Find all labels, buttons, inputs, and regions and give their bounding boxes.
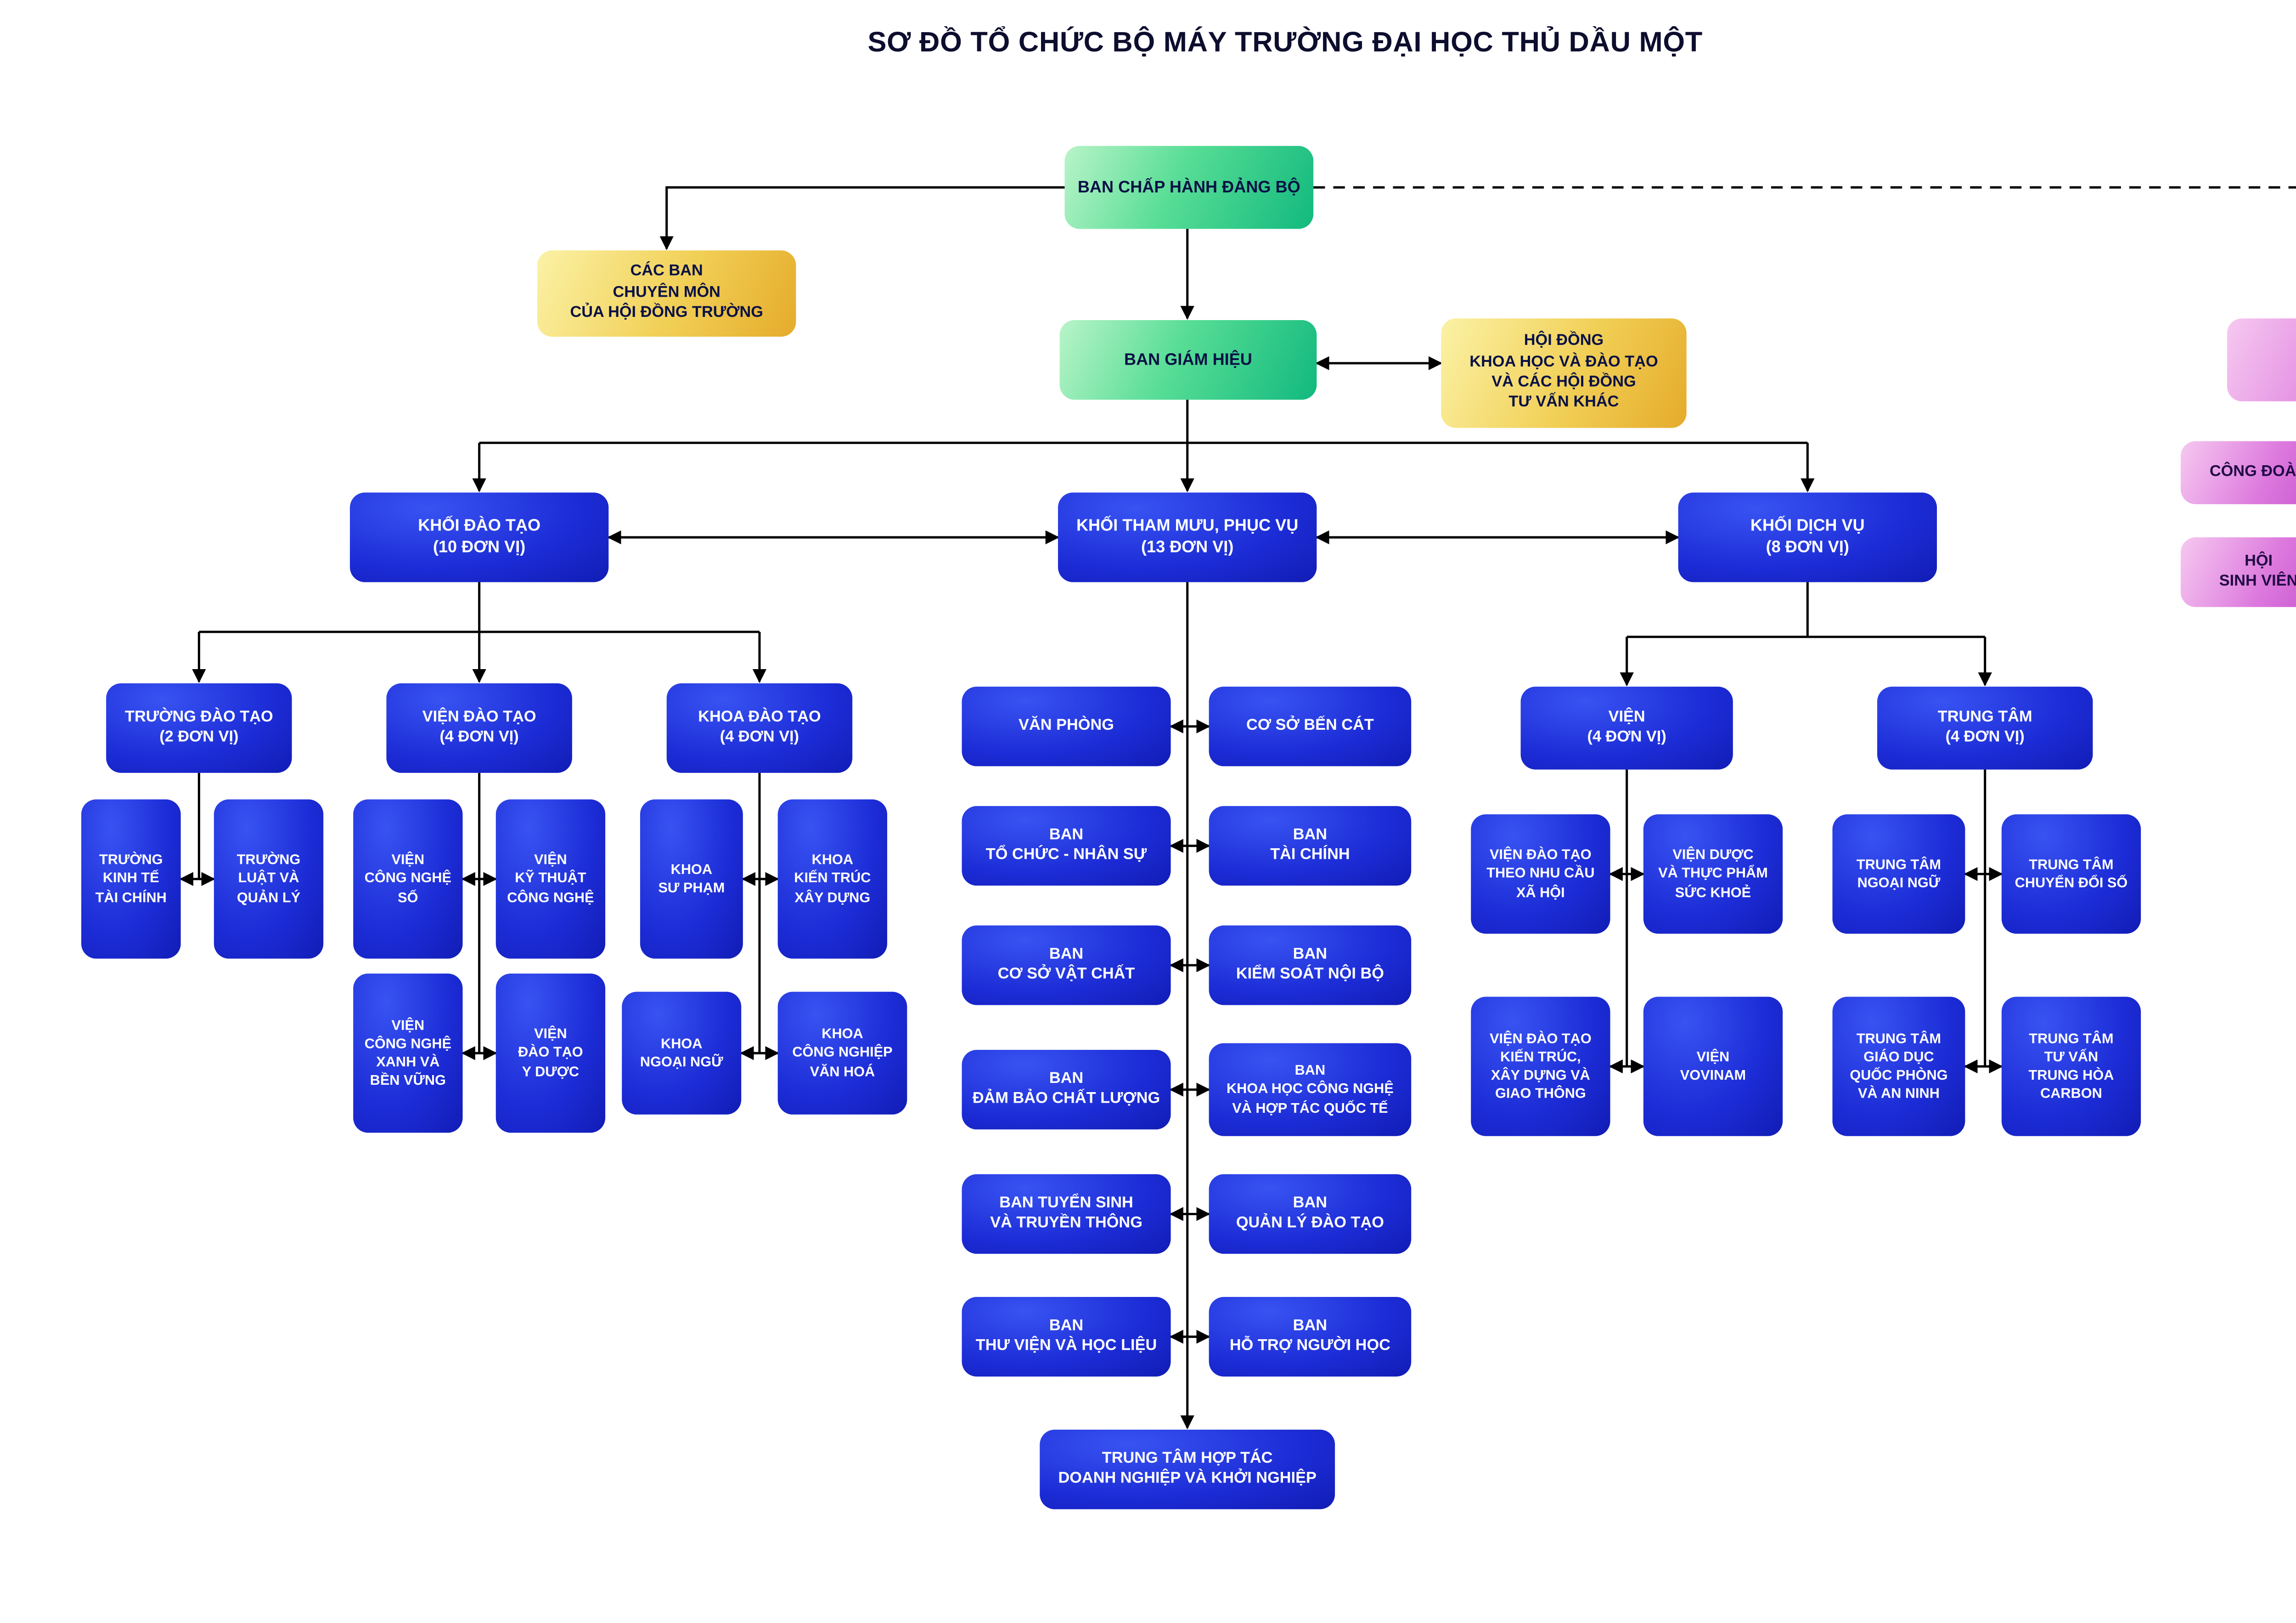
node-khoa-ngoai-ngu: KHOA NGOẠI NGỮ [622,992,742,1115]
chart-title: SƠ ĐỒ TỔ CHỨC BỘ MÁY TRƯỜNG ĐẠI HỌC THỦ … [867,26,1703,58]
node-trung-tam-hop-tac-doanh-nghiep-khoi-nghiep: TRUNG TÂM HỢP TÁC DOANH NGHIỆP VÀ KHỞI N… [1040,1429,1335,1510]
node-hoi-dong-khoa-hoc-dao-tao: HỘI ĐỒNG KHOA HỌC VÀ ĐÀO TẠO VÀ CÁC HỘI … [1441,318,1687,428]
node-vien-vovinam: VIỆN VOVINAM [1643,997,1783,1136]
node-vien-cong-nghe-so: VIỆN CÔNG NGHỆ SỐ [353,799,463,959]
node-vien-dao-tao: VIỆN ĐÀO TẠO (4 ĐƠN VỊ) [386,683,572,773]
node-ban-chap-hanh-dang-bo: BAN CHẤP HÀNH ĐẢNG BỘ [1064,146,1314,229]
node-trung-tam-tu-van-trung-hoa-carbon: TRUNG TÂM TƯ VẤN TRUNG HÒA CARBON [2001,997,2141,1136]
node-trung-tam-ngoai-ngu: TRUNG TÂM NGOẠI NGỮ [1832,814,1965,934]
node-khoa-kien-truc-xay-dung: KHOA KIẾN TRÚC XÂY DỰNG [777,799,888,959]
node-vien-ky-thuat-cong-nghe: VIỆN KỸ THUẬT CÔNG NGHỆ [495,799,606,959]
node-van-phong: VĂN PHÒNG [962,687,1171,766]
node-cong-doan: CÔNG ĐOÀN [2180,441,2296,504]
node-vien-duoc-va-thuc-pham-suc-khoe: VIỆN DƯỢC VÀ THỰC PHẨM SỨC KHOẺ [1643,814,1783,934]
node-cac-ban-chuyen-mon: CÁC BAN CHUYÊN MÔN CỦA HỘI ĐỒNG TRƯỜNG [537,250,796,337]
node-hoi-sinh-vien: HỘI SINH VIÊN [2180,537,2296,607]
node-truong-luat-va-quan-ly: TRƯỜNG LUẬT VÀ QUẢN LÝ [214,799,324,959]
node-ban-ho-tro-nguoi-hoc: BAN HỖ TRỢ NGƯỜI HỌC [1209,1297,1412,1377]
node-co-so-ben-cat: CƠ SỞ BẾN CÁT [1209,687,1412,766]
node-ban-tai-chinh: BAN TÀI CHÍNH [1209,806,1412,886]
node-truong-dao-tao: TRƯỜNG ĐÀO TẠO (2 ĐƠN VỊ) [106,683,292,773]
node-doan-the: ĐOÀN THỂ [2227,318,2296,401]
node-khoi-tham-muu-phuc-vu: KHỐI THAM MƯU, PHỤC VỤ (13 ĐƠN VỊ) [1058,492,1317,582]
node-ban-thu-vien-hoc-lieu: BAN THƯ VIỆN VÀ HỌC LIỆU [962,1297,1171,1377]
node-ban-tuyen-sinh-truyen-thong: BAN TUYỂN SINH VÀ TRUYỀN THÔNG [962,1174,1171,1254]
node-ban-quan-ly-dao-tao: BAN QUẢN LÝ ĐÀO TẠO [1209,1174,1412,1254]
node-vien-khoi-dich-vu: VIỆN (4 ĐƠN VỊ) [1520,687,1733,770]
node-vien-dao-tao-kien-truc-xay-dung-giao-thong: VIỆN ĐÀO TẠO KIẾN TRÚC, XÂY DỰNG VÀ GIAO… [1471,997,1610,1136]
node-khoa-dao-tao: KHOA ĐÀO TẠO (4 ĐƠN VỊ) [666,683,853,773]
node-ban-dam-bao-chat-luong: BAN ĐẢM BẢO CHẤT LƯỢNG [962,1049,1171,1130]
node-khoi-dich-vu: KHỐI DỊCH VỤ (8 ĐƠN VỊ) [1678,492,1937,582]
node-ban-kiem-soat-noi-bo: BAN KIỂM SOÁT NỘI BỘ [1209,925,1412,1005]
node-khoi-dao-tao: KHỐI ĐÀO TẠO (10 ĐƠN VỊ) [349,492,609,582]
node-vien-dao-tao-theo-nhu-cau-xa-hoi: VIỆN ĐÀO TẠO THEO NHU CẦU XÃ HỘI [1471,814,1610,934]
node-truong-kinh-te-tai-chinh: TRƯỜNG KINH TẾ TÀI CHÍNH [81,799,181,959]
node-vien-dao-tao-y-duoc: VIỆN ĐÀO TẠO Y DƯỢC [495,973,606,1133]
node-ban-co-so-vat-chat: BAN CƠ SỞ VẬT CHẤT [962,925,1171,1005]
node-ban-giam-hieu: BAN GIÁM HIỆU [1059,320,1317,400]
node-trung-tam-khoi-dich-vu: TRUNG TÂM (4 ĐƠN VỊ) [1877,687,2093,770]
node-ban-to-chuc-nhan-su: BAN TỔ CHỨC - NHÂN SỰ [962,806,1171,886]
node-vien-cong-nghe-xanh-ben-vung: VIỆN CÔNG NGHỆ XANH VÀ BỀN VỮNG [353,973,463,1133]
node-trung-tam-giao-duc-quoc-phong-an-ninh: TRUNG TÂM GIÁO DỤC QUỐC PHÒNG VÀ AN NINH [1832,997,1965,1136]
node-khoa-cong-nghiep-van-hoa: KHOA CÔNG NGHIỆP VĂN HOÁ [777,992,907,1115]
node-ban-khoa-hoc-cong-nghe-hop-tac-quoc-te: BAN KHOA HỌC CÔNG NGHỆ VÀ HỢP TÁC QUỐC T… [1209,1043,1412,1136]
node-khoa-su-pham: KHOA SƯ PHẠM [640,799,743,959]
node-trung-tam-chuyen-doi-so: TRUNG TÂM CHUYỂN ĐỔI SỐ [2001,814,2141,934]
